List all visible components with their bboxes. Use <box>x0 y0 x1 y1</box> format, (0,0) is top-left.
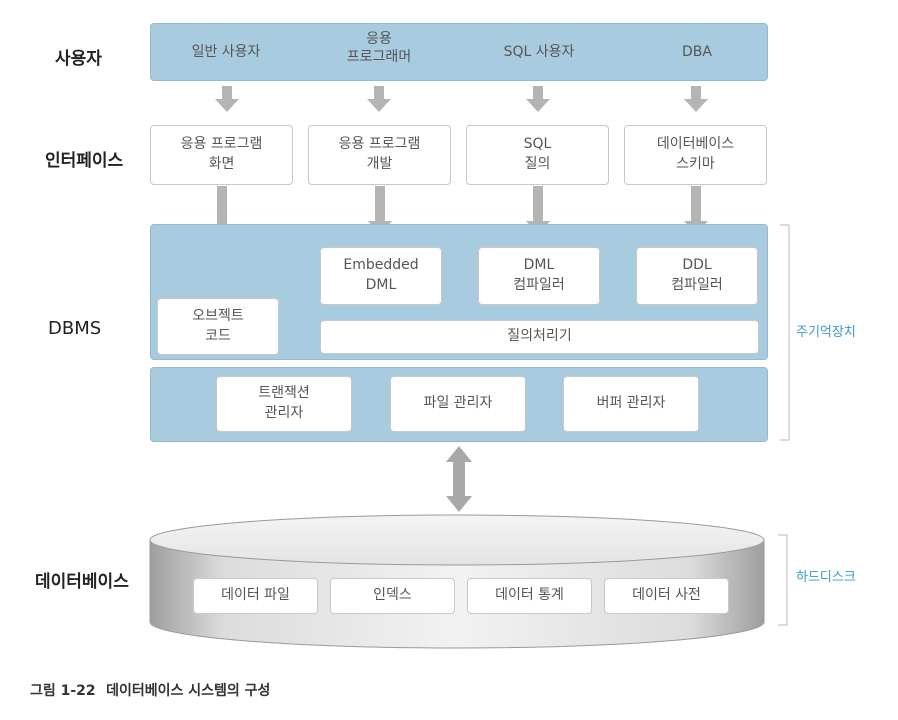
arrow-down-4 <box>684 86 708 112</box>
figure-title: 데이터베이스 시스템의 구성 <box>106 683 271 699</box>
arrow-to-dml-compiler <box>526 186 550 235</box>
data-statistics-box: 데이터 통계 <box>467 578 592 614</box>
object-code-box: 오브젝트 코드 <box>157 298 279 355</box>
query-processor-box: 질의처리기 <box>320 320 759 354</box>
database-disk-shape <box>149 514 765 649</box>
figure-caption: 그림 1-22 데이터베이스 시스템의 구성 <box>30 680 270 700</box>
index-box: 인덱스 <box>330 578 455 614</box>
interface-sql-query: SQL 질의 <box>466 125 609 185</box>
interface-app-dev: 응용 프로그램 개발 <box>308 125 451 185</box>
main-memory-bracket <box>780 224 790 441</box>
dml-compiler-box: DML 컴파일러 <box>478 247 600 305</box>
arrow-down-1 <box>215 86 239 112</box>
double-arrow-dbms-database <box>446 446 472 512</box>
hard-disk-note: 하드디스크 <box>796 570 856 585</box>
embedded-dml-box: Embedded DML <box>320 247 442 305</box>
interface-app-screen: 응용 프로그램 화면 <box>150 125 293 185</box>
transaction-manager-box: 트랜잭션 관리자 <box>216 376 352 432</box>
file-manager-box: 파일 관리자 <box>390 376 526 432</box>
arrow-to-ddl-compiler <box>684 186 708 235</box>
row-label-database: 데이터베이스 <box>35 572 129 592</box>
hard-disk-bracket <box>778 534 788 626</box>
user-band <box>150 23 768 81</box>
user-sql: SQL 사용자 <box>503 44 575 60</box>
row-label-interface: 인터페이스 <box>45 151 124 171</box>
user-programmer: 응용 프로그래머 <box>346 31 412 66</box>
arrow-down-2 <box>367 86 391 112</box>
user-general: 일반 사용자 <box>191 44 261 60</box>
row-label-dbms: DBMS <box>48 318 102 339</box>
buffer-manager-box: 버퍼 관리자 <box>563 376 699 432</box>
user-dba: DBA <box>682 44 712 60</box>
data-file-box: 데이터 파일 <box>193 578 318 614</box>
row-label-user: 사용자 <box>55 49 102 69</box>
user-interface-arrows <box>215 86 708 112</box>
data-dictionary-box: 데이터 사전 <box>604 578 729 614</box>
ddl-compiler-box: DDL 컴파일러 <box>636 247 758 305</box>
figure-number: 그림 1-22 <box>30 683 96 699</box>
interface-db-schema: 데이터베이스 스키마 <box>624 125 767 185</box>
arrow-to-embedded-dml <box>368 186 392 235</box>
main-memory-note: 주기억장치 <box>796 325 856 340</box>
arrow-down-3 <box>526 86 550 112</box>
